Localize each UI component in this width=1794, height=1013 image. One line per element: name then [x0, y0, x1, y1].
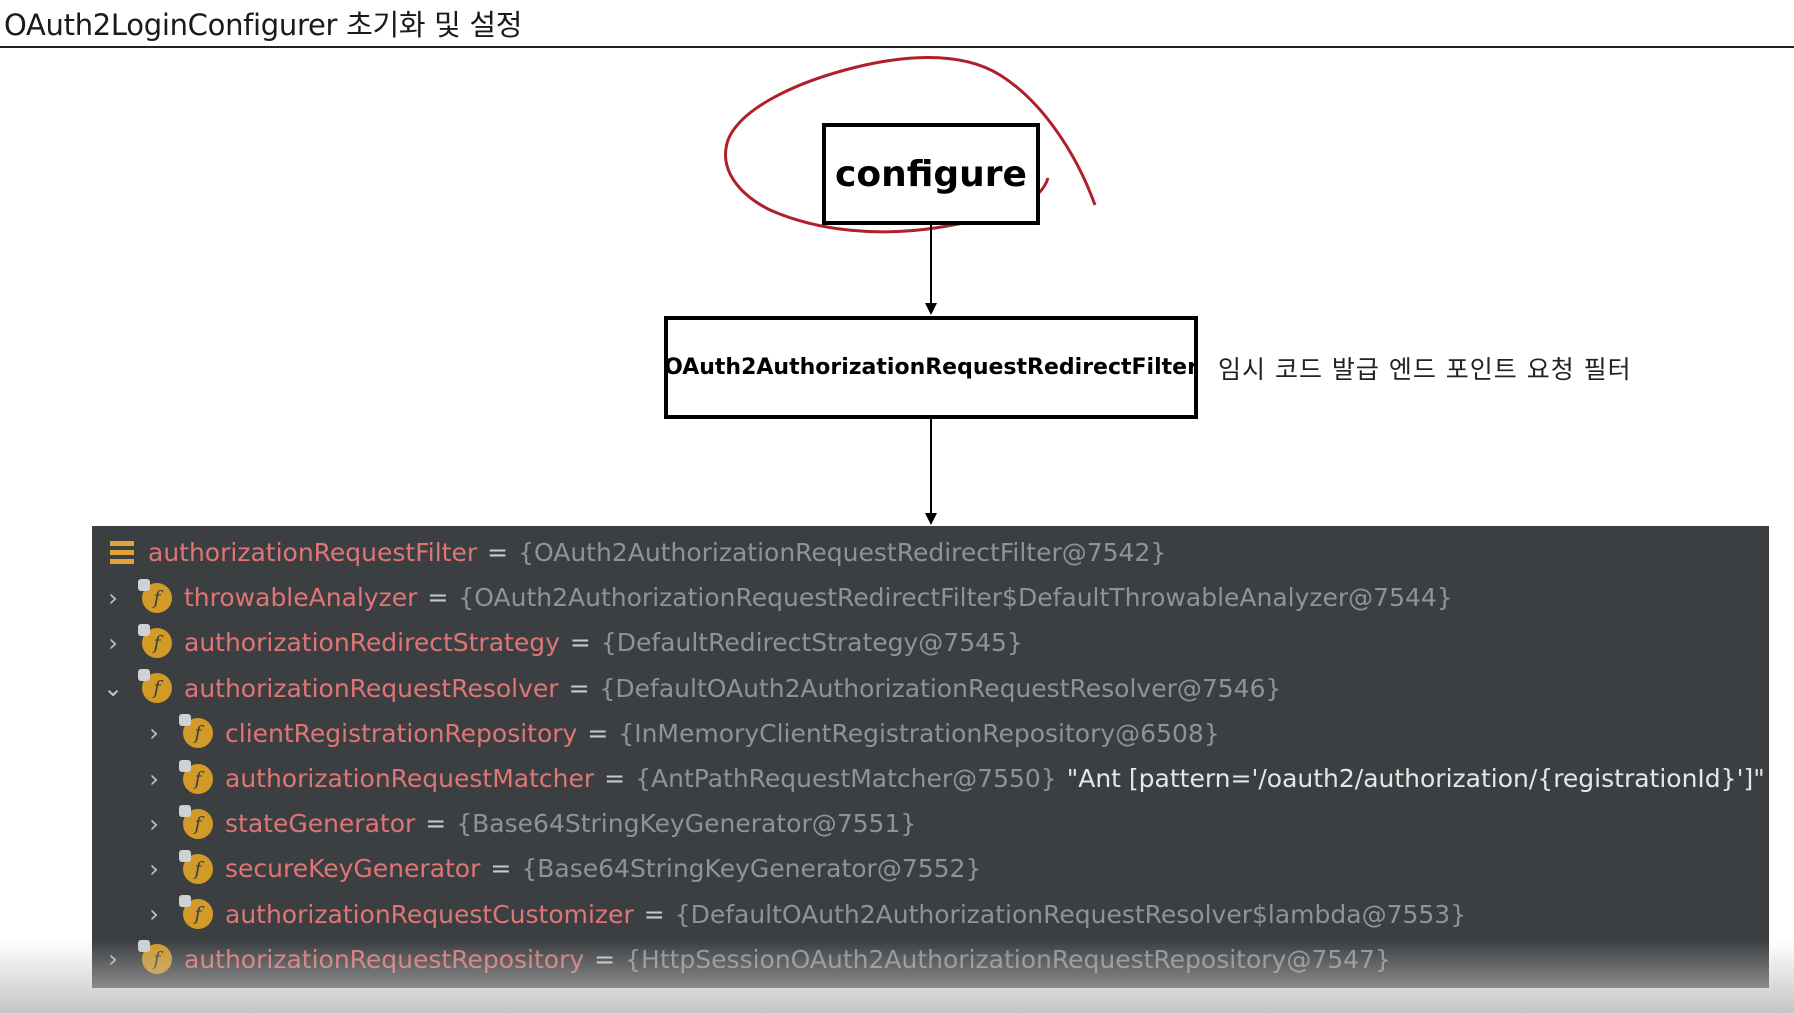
- debugger-row[interactable]: › f authorizationRequestCustomizer = {Defaul…: [143, 892, 1466, 937]
- equals-sign: =: [604, 764, 626, 793]
- field-icon: f: [179, 895, 213, 930]
- chevron-right-icon[interactable]: ›: [149, 764, 159, 793]
- field-value: {AntPathRequestMatcher@7550}: [635, 764, 1057, 793]
- field-icon: f: [179, 714, 213, 749]
- field-name: authorizationRequestResolver: [184, 673, 559, 703]
- field-icon: f: [179, 849, 213, 884]
- equals-sign: =: [643, 899, 665, 929]
- filter-label: OAuth2AuthorizationRequestRedirectFilter: [664, 355, 1198, 380]
- title-divider: [0, 46, 1794, 48]
- video-bottom-shade: [0, 940, 1794, 1013]
- field-name: authorizationRequestFilter: [148, 538, 478, 567]
- equals-sign: =: [487, 538, 509, 567]
- chevron-right-icon[interactable]: ›: [108, 583, 118, 612]
- debugger-row[interactable]: › f stateGenerator = {Base64StringKeyGenerat…: [143, 801, 916, 846]
- field-name: clientRegistrationRepository: [225, 718, 578, 748]
- chevron-right-icon[interactable]: ›: [108, 628, 118, 657]
- list-icon: [110, 540, 134, 565]
- field-value: {DefaultOAuth2AuthorizationRequestResolv…: [599, 673, 1282, 703]
- field-name: authorizationRequestCustomizer: [225, 899, 634, 929]
- field-value: {OAuth2AuthorizationRequestRedirectFilte…: [518, 538, 1167, 567]
- field-name: secureKeyGenerator: [225, 854, 481, 884]
- arrow-filter-to-debugger: [925, 419, 937, 525]
- debugger-row[interactable]: ⌄ f authorizationRequestResolver = {DefaultO…: [102, 666, 1281, 711]
- field-icon: f: [138, 623, 172, 658]
- filter-box: OAuth2AuthorizationRequestRedirectFilter: [664, 316, 1198, 419]
- equals-sign: =: [425, 809, 447, 839]
- debugger-row[interactable]: › f clientRegistrationRepository = {InMemory…: [143, 711, 1220, 756]
- debugger-row[interactable]: › f authorizationRequestMatcher = {AntPathRe…: [143, 756, 1765, 801]
- equals-sign: =: [427, 583, 449, 613]
- field-icon: f: [179, 804, 213, 839]
- field-value: {InMemoryClientRegistrationRepository@65…: [618, 718, 1220, 748]
- debugger-variables-panel: authorizationRequestFilter = {OAuth2Author…: [92, 526, 1769, 988]
- debugger-row[interactable]: authorizationRequestFilter = {OAuth2Author…: [110, 530, 1166, 575]
- field-value: {Base64StringKeyGenerator@7552}: [521, 854, 982, 884]
- equals-sign: =: [569, 628, 591, 658]
- equals-sign: =: [568, 673, 590, 703]
- field-value: {OAuth2AuthorizationRequestRedirectFilte…: [458, 583, 1453, 613]
- configure-label: configure: [835, 153, 1027, 195]
- chevron-right-icon[interactable]: ›: [149, 900, 159, 929]
- field-name: authorizationRequestMatcher: [225, 764, 595, 793]
- field-icon: f: [138, 669, 172, 704]
- field-string-value: "Ant [pattern='/oauth2/authorization/{re…: [1066, 764, 1765, 793]
- field-name: throwableAnalyzer: [184, 583, 418, 613]
- chevron-right-icon[interactable]: ›: [149, 809, 159, 838]
- slide-title: OAuth2LoginConfigurer 초기화 및 설정: [4, 8, 523, 42]
- chevron-right-icon[interactable]: ›: [149, 854, 159, 883]
- equals-sign: =: [490, 854, 512, 884]
- field-icon: f: [179, 759, 213, 794]
- field-value: {DefaultOAuth2AuthorizationRequestResolv…: [674, 899, 1467, 929]
- field-name: authorizationRedirectStrategy: [184, 628, 560, 658]
- arrow-configure-to-filter: [925, 225, 937, 315]
- equals-sign: =: [587, 718, 609, 748]
- filter-note: 임시 코드 발급 엔드 포인트 요청 필터: [1218, 355, 1632, 384]
- debugger-row[interactable]: › f authorizationRedirectStrategy = {Default…: [102, 620, 1023, 665]
- chevron-down-icon[interactable]: ⌄: [102, 674, 124, 703]
- configure-box: configure: [822, 123, 1040, 225]
- chevron-right-icon[interactable]: ›: [149, 719, 159, 748]
- field-value: {Base64StringKeyGenerator@7551}: [456, 809, 917, 839]
- field-value: {DefaultRedirectStrategy@7545}: [600, 628, 1023, 658]
- debugger-row[interactable]: › f secureKeyGenerator = {Base64StringKeyGen…: [143, 846, 981, 891]
- field-name: stateGenerator: [225, 809, 416, 839]
- field-icon: f: [138, 578, 172, 613]
- debugger-row[interactable]: › f throwableAnalyzer = {OAuth2Authorization…: [102, 575, 1453, 620]
